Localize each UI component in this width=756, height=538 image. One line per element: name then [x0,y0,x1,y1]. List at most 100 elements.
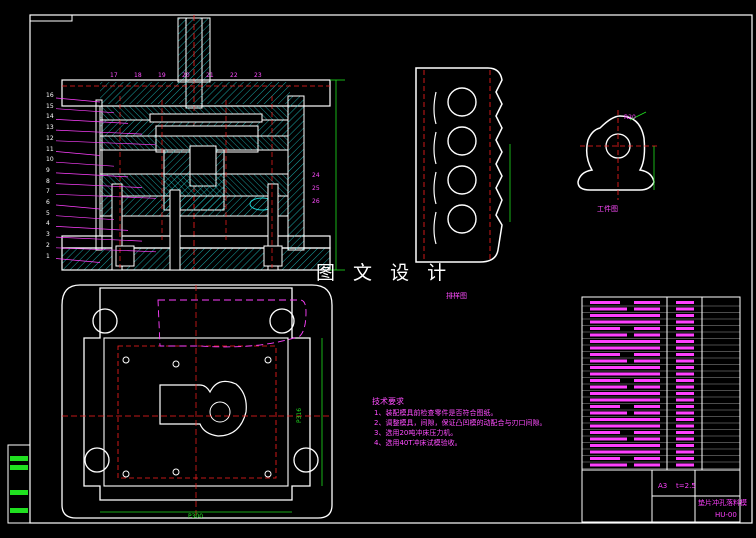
parts-row-note [676,450,694,454]
top-callout-label: 19 [158,72,166,79]
workpiece-radius-dim: R20 [624,114,636,121]
parts-row-material [634,437,660,441]
workpiece-view [577,110,660,200]
parts-row-material [634,431,660,434]
part-number-label: 3 [46,231,50,239]
parts-row-bar [590,411,627,415]
part-leaders [55,97,157,263]
part-leader-line [55,215,115,221]
parts-row-bar [590,379,620,382]
part-leader-line [55,151,101,156]
plan-height-dim: P316 [296,407,304,424]
parts-row-bar [590,405,620,408]
title-scale: A3 [658,482,668,490]
parts-row-bar [590,457,620,460]
parts-row-material [634,359,660,363]
parts-row-bar [590,320,641,324]
part-number-label: 16 [46,92,54,99]
parts-row-note [676,463,694,467]
parts-row-bar [590,314,634,317]
parts-row-note [676,372,694,376]
parts-row-bar [590,372,641,376]
parts-row-note [676,418,694,421]
tech-note-1: 1、装配模具前检查零件是否符合图纸。 [374,409,498,417]
part-leader-line [55,258,101,263]
part-number-label: 13 [46,124,54,132]
top-callout-label: 17 [110,72,118,79]
top-callout-label: 23 [254,72,262,79]
workpiece-label: 工件图 [597,205,618,213]
parts-row-note [676,437,694,441]
part-leader-line [55,204,101,210]
parts-row-bar [590,385,627,389]
parts-row-material [634,457,660,460]
parts-row-material [634,340,660,343]
parts-row-note [676,333,694,337]
parts-rows [582,301,740,469]
part-number-label: 5 [46,209,50,217]
parts-row-note [676,359,694,363]
part-number-label: 14 [46,113,54,121]
part-number-label: 11 [46,145,54,153]
strip-layout-label: 排样图 [446,292,467,300]
strip-layout [415,67,511,263]
watermark-text: 图 文 设 计 [316,262,453,284]
part-leader-line [55,119,129,124]
parts-row-bar [590,340,634,343]
parts-row-material [634,398,660,402]
section-view [61,15,345,271]
parts-row-note [676,457,694,460]
part-leader-line [55,140,157,146]
title-name: 垫片冲孔落料模 [698,499,747,507]
parts-row-note [676,366,694,369]
top-callout-label: 20 [182,72,190,79]
tech-note-4: 4、选用40T冲床试模验收。 [374,439,462,447]
parts-row-material [634,346,660,350]
parts-row-bar [590,327,620,330]
parts-row-bar [590,392,634,395]
parts-row-bar [590,398,641,402]
part-number-label: 6 [46,199,50,206]
parts-row-material [634,444,660,447]
parts-row-note [676,398,694,402]
part-number-label: 2 [46,241,50,249]
parts-row-bar [590,301,620,304]
parts-row-note [676,307,694,311]
right-callout-label: 26 [312,198,320,205]
parts-row-bar [590,463,627,467]
part-leader-line [55,97,101,103]
parts-row-material [634,411,660,415]
part-leader-line [55,108,115,114]
part-number-label: 7 [46,188,50,196]
parts-row-bar [590,431,620,434]
part-leader-line [55,129,143,135]
part-leader-line [55,161,115,167]
parts-row-note [676,431,694,434]
part-number-label: 4 [46,220,50,228]
tech-notes-title: 技术要求 [372,397,404,406]
part-number-label: 15 [46,102,54,110]
right-callout-label: 25 [312,185,320,192]
parts-row-note [676,327,694,330]
parts-row-bar [590,444,634,447]
parts-row-material [634,327,660,330]
parts-row-bar [590,418,634,421]
parts-row-material [634,307,660,311]
parts-row-material [634,463,660,467]
parts-row-bar [590,450,641,454]
parts-row-material [634,450,660,454]
top-callout-label: 18 [134,72,142,79]
parts-list [581,296,741,523]
parts-row-note [676,405,694,408]
part-number-label: 1 [46,252,50,260]
right-callout-label: 24 [312,172,320,179]
parts-row-material [634,392,660,395]
parts-row-note [676,392,694,395]
parts-row-material [634,405,660,408]
part-leader-line [55,236,143,242]
parts-row-note [676,385,694,389]
part-number-label: 10 [46,156,54,164]
parts-row-note [676,320,694,324]
parts-row-note [676,444,694,447]
